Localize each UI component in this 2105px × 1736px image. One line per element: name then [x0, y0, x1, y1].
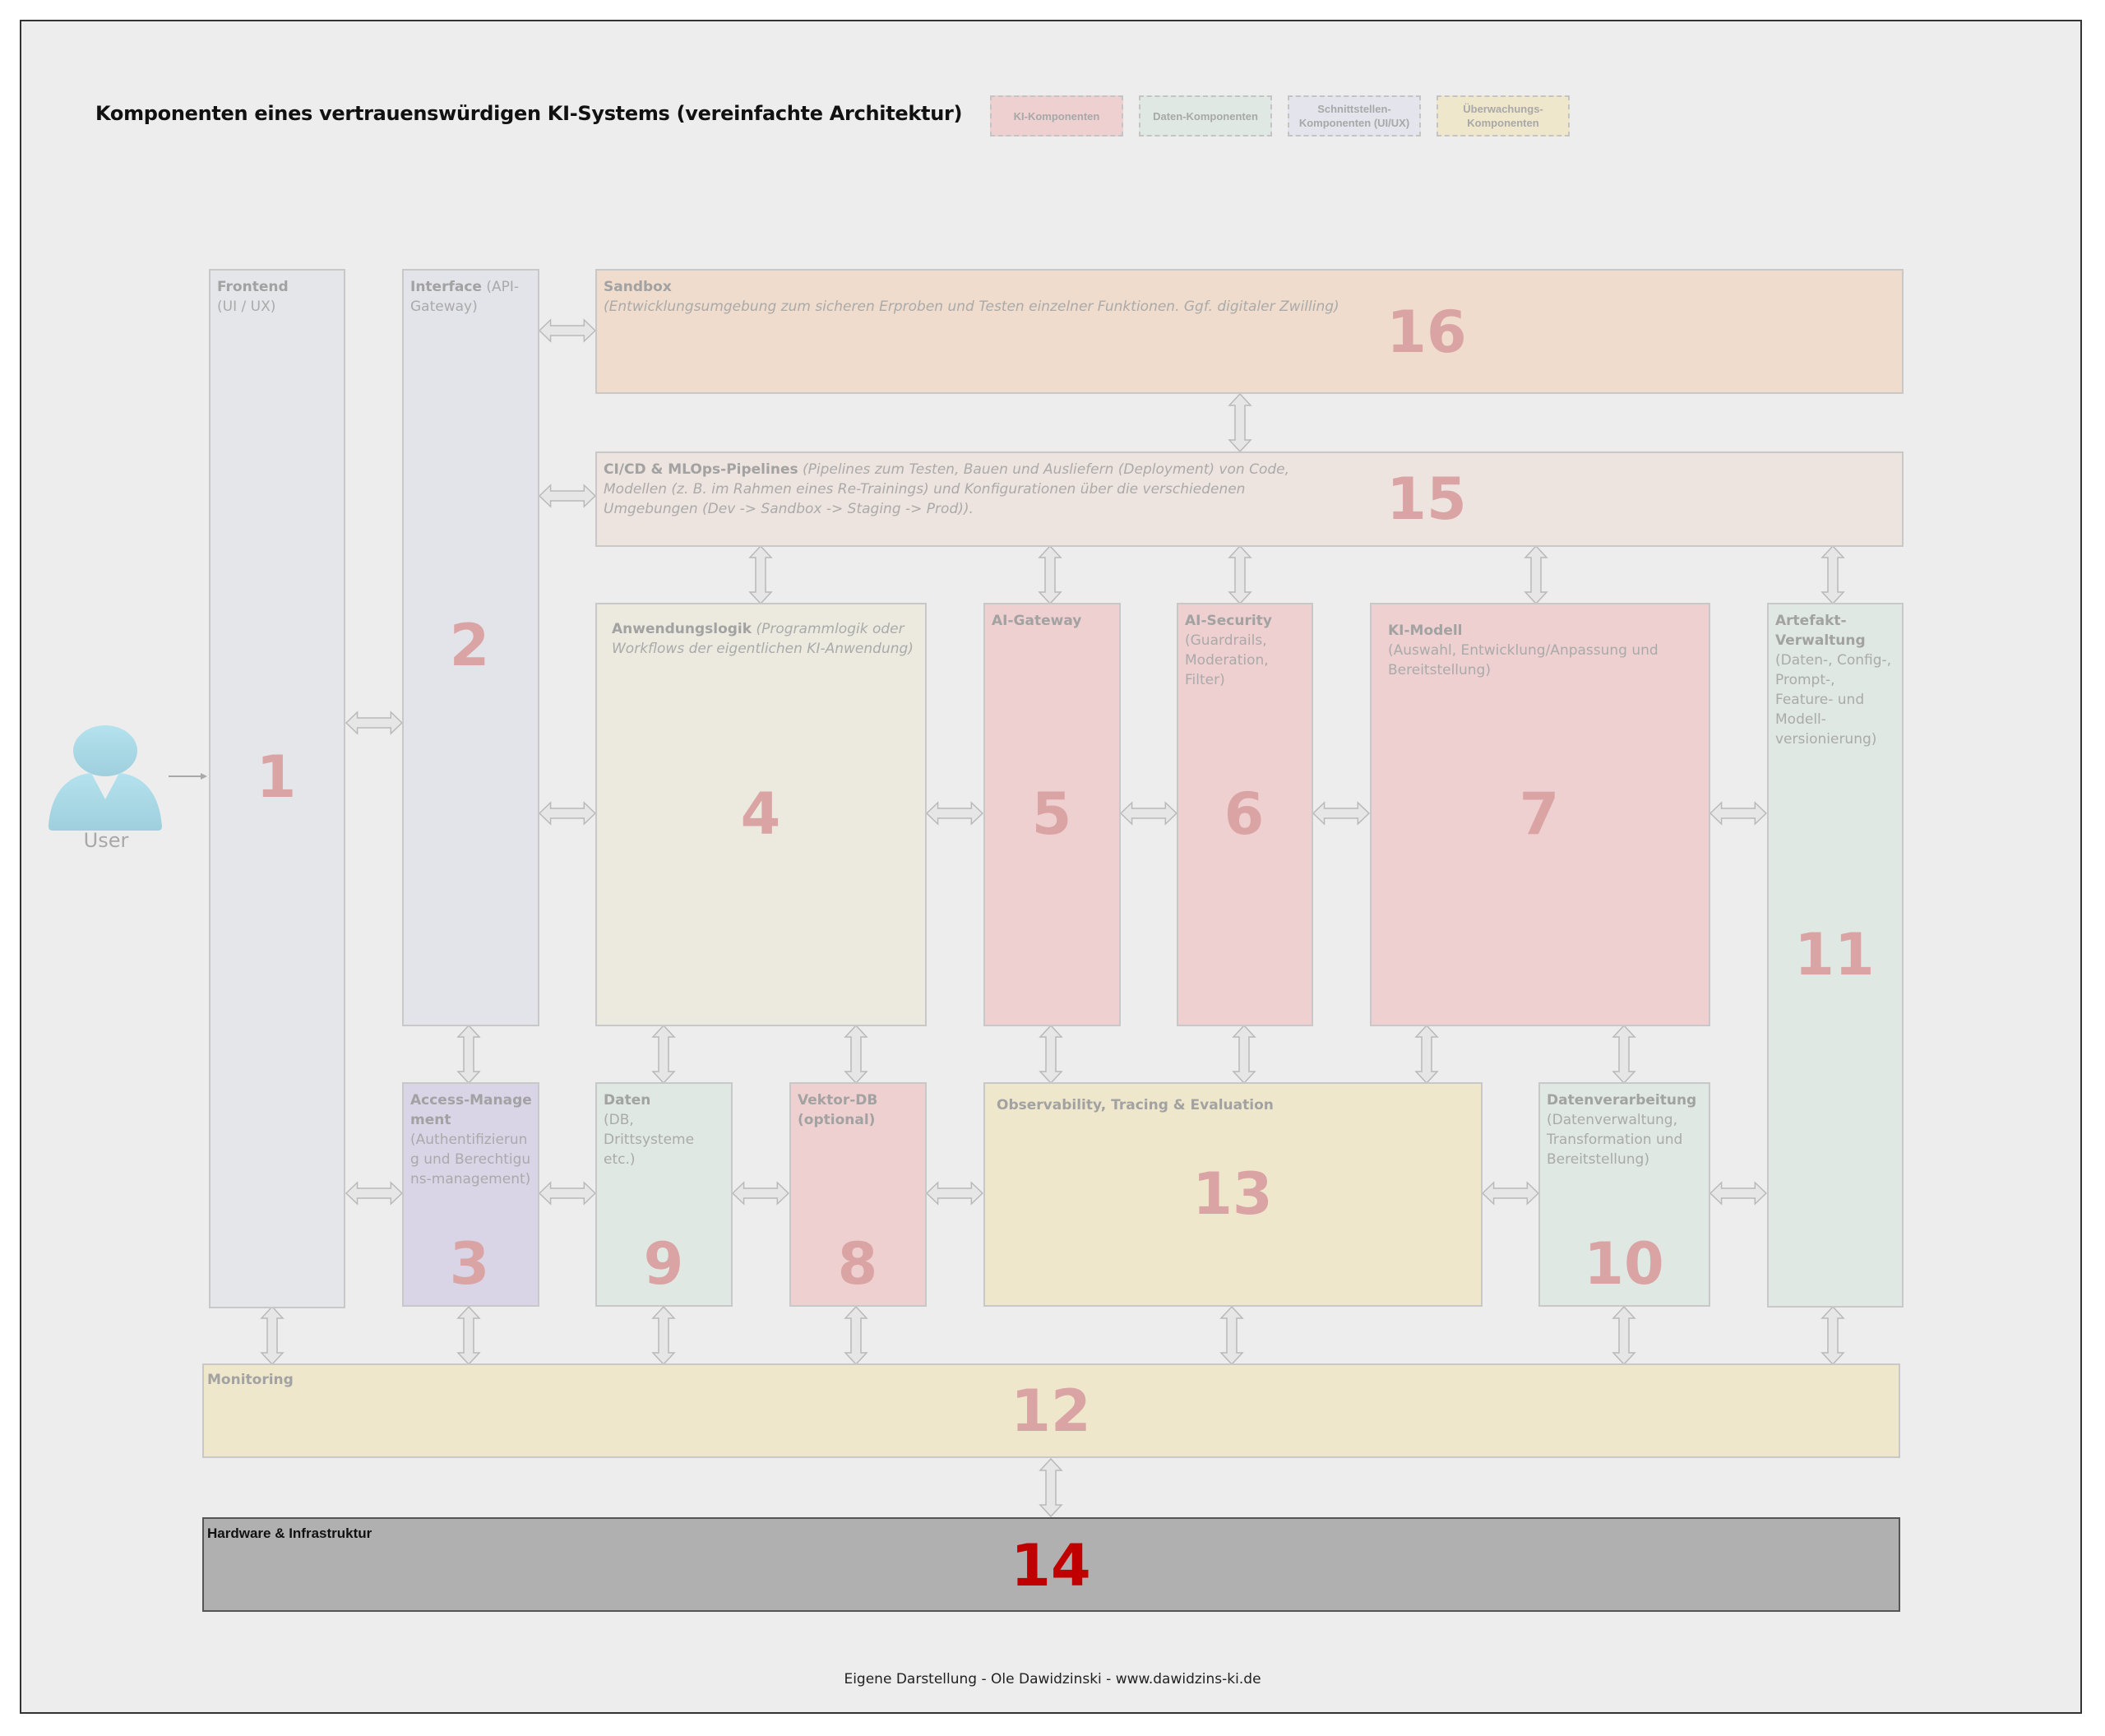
legend-monitoring-components: Überwachungs-Komponenten: [1436, 95, 1570, 137]
sandbox-number: 16: [1386, 299, 1467, 366]
component-sandbox: Sandbox (Entwicklungsumgebung zum sichere…: [595, 269, 1904, 394]
diagram-title: Komponenten eines vertrauenswürdigen KI-…: [95, 102, 963, 125]
observability-number: 13: [1192, 1160, 1273, 1228]
ai-security-number: 6: [1224, 780, 1265, 848]
data-processing-number: 10: [1584, 1230, 1664, 1298]
frontend-number: 1: [256, 743, 297, 811]
interface-number: 2: [449, 612, 490, 679]
vector-db-number: 8: [837, 1230, 878, 1298]
artifact-desc: (Daten-, Config-, Prompt-, Feature- und …: [1775, 652, 1892, 748]
ki-model-number: 7: [1519, 780, 1560, 848]
data-desc: (DB, Drittsysteme etc.): [604, 1112, 695, 1168]
sandbox-desc: (Entwicklungsumgebung zum sicheren Erpro…: [604, 299, 1339, 315]
app-logic-title: Anwendungslogik: [612, 621, 752, 637]
monitoring-number: 12: [1011, 1377, 1091, 1445]
cicd-number: 15: [1386, 465, 1467, 533]
component-access-management: Access-Management (Authentifizierung und …: [402, 1082, 539, 1307]
ki-model-desc: (Auswahl, Entwicklung/Anpassung und Bere…: [1388, 642, 1659, 678]
component-ki-model: KI-Modell (Auswahl, Entwicklung/Anpassung…: [1370, 603, 1710, 1026]
footer-credit: Eigene Darstellung - Ole Dawidzinski - w…: [844, 1671, 1261, 1687]
hardware-number: 14: [1011, 1532, 1091, 1599]
component-monitoring: Monitoring: [202, 1363, 1900, 1458]
component-observability: Observability, Tracing & Evaluation: [983, 1082, 1483, 1307]
frontend-desc: (UI / UX): [217, 299, 276, 315]
component-application-logic: Anwendungslogik (Programmlogik oder Work…: [595, 603, 927, 1026]
cicd-title: CI/CD & MLOps-Pipelines: [604, 461, 798, 478]
component-vector-db: Vektor-DB (optional): [789, 1082, 927, 1307]
artifact-title: Artefakt-Verwaltung: [1775, 613, 1866, 649]
data-processing-desc: (Datenverwaltung, Transformation und Ber…: [1547, 1112, 1683, 1168]
component-frontend: Frontend (UI / UX): [209, 269, 345, 1308]
hardware-title: Hardware & Infrastruktur: [207, 1525, 372, 1541]
access-desc: (Authentifizierung und Berechtiguns-mana…: [410, 1132, 531, 1187]
sandbox-title: Sandbox: [604, 279, 672, 295]
observability-title: Observability, Tracing & Evaluation: [997, 1097, 1274, 1113]
data-title: Daten: [604, 1092, 651, 1109]
ki-model-title: KI-Modell: [1388, 623, 1463, 639]
app-logic-number: 4: [740, 780, 781, 848]
legend-data-components: Daten-Komponenten: [1139, 95, 1272, 137]
access-title: Access-Management: [410, 1092, 532, 1128]
interface-desc: (API-Gateway): [410, 279, 520, 315]
component-ai-gateway: AI-Gateway: [983, 603, 1121, 1026]
monitoring-title: Monitoring: [207, 1372, 294, 1388]
app-logic-desc: (Programmlogik oder Workflows der eigent…: [612, 621, 914, 657]
component-hardware: Hardware & Infrastruktur: [202, 1517, 1900, 1612]
interface-title: Interface: [410, 279, 482, 295]
component-ai-security: AI-Security (Guardrails, Moderation, Filt…: [1177, 603, 1313, 1026]
ai-gateway-number: 5: [1031, 780, 1072, 848]
user-label: User: [83, 829, 129, 852]
component-interface: Interface (API-Gateway): [402, 269, 539, 1026]
artifact-number: 11: [1794, 921, 1875, 988]
access-number: 3: [449, 1230, 490, 1298]
component-artifact-management: Artefakt-Verwaltung(Daten-, Config-, Pro…: [1767, 603, 1904, 1308]
data-number: 9: [643, 1230, 684, 1298]
legend-ki-components: KI-Komponenten: [990, 95, 1123, 137]
vector-db-title: Vektor-DB (optional): [798, 1092, 878, 1128]
ai-gateway-title: AI-Gateway: [992, 613, 1082, 629]
cicd-desc: (Pipelines zum Testen, Bauen und Auslief…: [604, 461, 1289, 517]
component-data: Daten (DB, Drittsysteme etc.): [595, 1082, 733, 1307]
user-icon: [49, 725, 162, 831]
frontend-title: Frontend: [217, 279, 289, 295]
data-processing-title: Datenverarbeitung: [1547, 1092, 1697, 1109]
component-data-processing: Datenverarbeitung (Datenverwaltung, Trans…: [1538, 1082, 1710, 1307]
legend-interface-components: Schnittstellen-Komponenten (UI/UX): [1288, 95, 1421, 137]
ai-security-desc: (Guardrails, Moderation, Filter): [1185, 632, 1269, 688]
component-cicd: CI/CD & MLOps-Pipelines (Pipelines zum T…: [595, 451, 1904, 547]
ai-security-title: AI-Security: [1185, 613, 1272, 629]
